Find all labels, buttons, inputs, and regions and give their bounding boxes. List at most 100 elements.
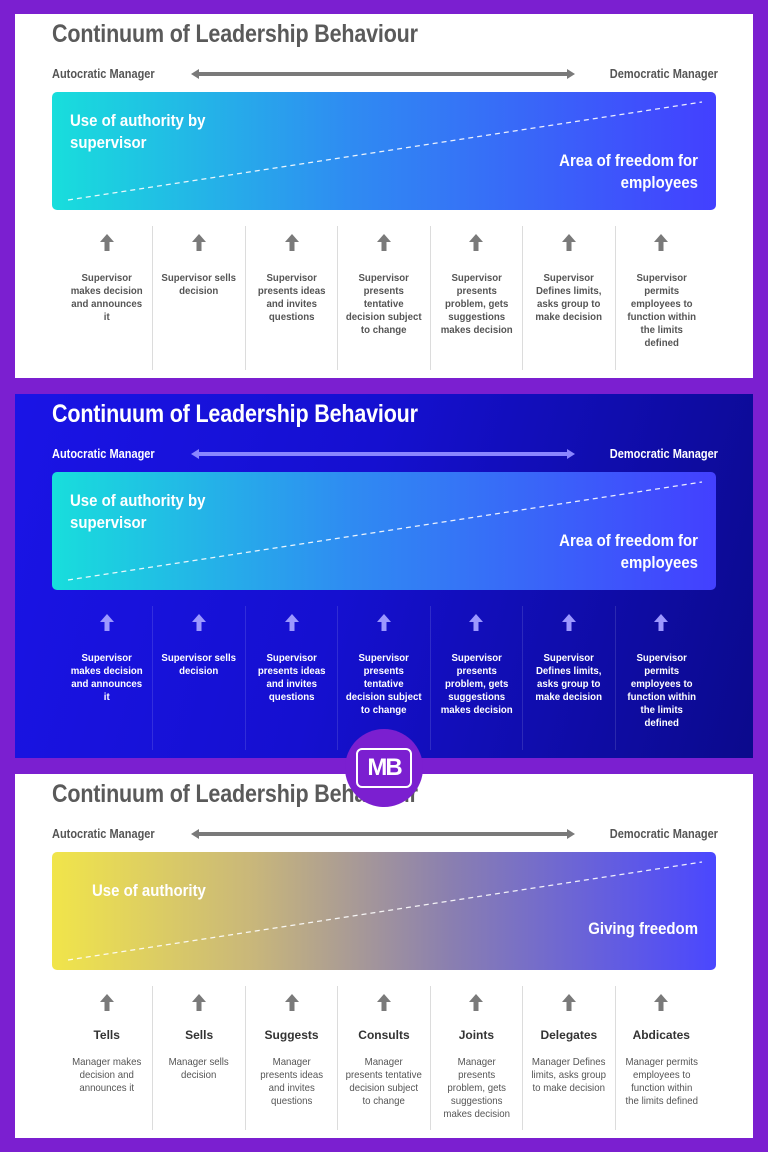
democratic-label: Democratic Manager <box>609 67 718 81</box>
diagonal-divider <box>67 861 703 961</box>
diagonal-divider <box>67 101 703 201</box>
column-description: Supervisor Defines limits, asks group to… <box>535 272 603 323</box>
double-arrow-icon <box>191 829 575 839</box>
behaviour-column: Supervisor permits employees to function… <box>614 606 707 750</box>
continuum-band: Use of authority by supervisor Area of f… <box>52 472 716 590</box>
up-arrow-icon <box>284 234 299 251</box>
column-description: Supervisor makes decision and announces … <box>70 652 143 703</box>
column-description: Supervisor makes decision and announces … <box>70 272 143 323</box>
mb-logo: MB <box>345 729 423 807</box>
freedom-label: Giving freedom <box>588 919 698 938</box>
column-description: Manager presents problem, gets suggestio… <box>443 1056 510 1120</box>
column-heading: Consults <box>358 1028 410 1042</box>
democratic-label: Democratic Manager <box>609 827 718 841</box>
up-arrow-icon <box>99 994 114 1011</box>
slide-light: Continuum of Leadership Behaviour Autocr… <box>15 14 753 378</box>
double-arrow-icon <box>191 449 575 459</box>
up-arrow-icon <box>99 614 114 631</box>
up-arrow-icon <box>284 614 299 631</box>
diagonal-divider <box>67 481 703 581</box>
column-description: Supervisor presents tentative decision s… <box>346 272 422 336</box>
column-description: Manager Defines limits, asks group to ma… <box>531 1056 607 1094</box>
behaviour-column: Supervisor makes decision and announces … <box>61 606 152 750</box>
democratic-label: Democratic Manager <box>609 447 718 461</box>
behaviour-column: Supervisor sells decision <box>152 606 244 750</box>
column-description: Supervisor presents ideas and invites qu… <box>257 272 326 323</box>
column-heading: Abdicates <box>632 1028 690 1042</box>
logo-frame: MB <box>356 748 412 788</box>
behaviour-column: Supervisor Defines limits, asks group to… <box>522 606 614 750</box>
column-description: Supervisor presents problem, gets sugges… <box>440 272 513 336</box>
up-arrow-icon <box>192 614 207 631</box>
up-arrow-icon <box>192 234 207 251</box>
column-description: Manager presents tentative decision subj… <box>345 1056 423 1107</box>
column-description: Supervisor permits employees to function… <box>626 652 696 729</box>
column-description: Supervisor sells decision <box>161 272 237 297</box>
up-arrow-icon <box>376 994 391 1011</box>
behaviour-column: Supervisor presents problem, gets sugges… <box>429 606 522 750</box>
column-description: Supervisor presents problem, gets sugges… <box>440 652 513 716</box>
up-arrow-icon <box>469 994 484 1011</box>
slide-title: Continuum of Leadership Behaviour <box>52 20 418 48</box>
column-description: Manager sells decision <box>169 1056 230 1081</box>
column-description: Manager presents ideas and invites quest… <box>260 1056 323 1107</box>
up-arrow-icon <box>654 234 669 251</box>
column-heading: Delegates <box>540 1028 598 1042</box>
behaviour-column: Supervisor makes decision and announces … <box>61 226 152 370</box>
column-description: Manager permits employees to function wi… <box>624 1056 698 1107</box>
behaviour-columns: Supervisor makes decision and announces … <box>61 606 707 750</box>
column-description: Supervisor permits employees to function… <box>626 272 696 349</box>
autocratic-label: Autocratic Manager <box>52 827 155 841</box>
freedom-label: Area of freedom for employees <box>559 151 698 192</box>
up-arrow-icon <box>376 234 391 251</box>
behaviour-column: Supervisor presents problem, gets sugges… <box>429 226 522 370</box>
behaviour-column: Supervisor sells decision <box>152 226 244 370</box>
authority-label: Use of authority by supervisor <box>70 491 206 532</box>
behaviour-column: Supervisor presents ideas and invites qu… <box>244 606 337 750</box>
authority-label: Use of authority by supervisor <box>70 111 206 152</box>
up-arrow-icon <box>469 614 484 631</box>
up-arrow-icon <box>192 994 207 1011</box>
column-heading: Joints <box>458 1028 495 1042</box>
continuum-band: Use of authority Giving freedom <box>52 852 716 970</box>
up-arrow-icon <box>561 234 576 251</box>
up-arrow-icon <box>561 994 576 1011</box>
column-heading: Tells <box>93 1028 120 1042</box>
up-arrow-icon <box>469 234 484 251</box>
behaviour-columns: Supervisor makes decision and announces … <box>61 226 707 370</box>
behaviour-column: Supervisor permits employees to function… <box>614 226 707 370</box>
freedom-label: Area of freedom for employees <box>559 531 698 572</box>
column-heading: Suggests <box>264 1028 319 1042</box>
slide-title: Continuum of Leadership Behaviour <box>52 400 418 428</box>
authority-label: Use of authority <box>92 881 206 900</box>
behaviour-column: Supervisor presents tentative decision s… <box>337 606 429 750</box>
column-description: Manager makes decision and announces it <box>72 1056 142 1094</box>
up-arrow-icon <box>99 234 114 251</box>
up-arrow-icon <box>561 614 576 631</box>
continuum-band: Use of authority by supervisor Area of f… <box>52 92 716 210</box>
behaviour-column: Supervisor Defines limits, asks group to… <box>522 226 614 370</box>
up-arrow-icon <box>654 614 669 631</box>
up-arrow-icon <box>284 994 299 1011</box>
logo-text: MB <box>367 754 402 781</box>
column-description: Supervisor sells decision <box>161 652 237 677</box>
column-heading: Sells <box>185 1028 214 1042</box>
column-description: Supervisor presents tentative decision s… <box>346 652 422 716</box>
column-description: Supervisor presents ideas and invites qu… <box>257 652 326 703</box>
autocratic-label: Autocratic Manager <box>52 67 155 81</box>
autocratic-label: Autocratic Manager <box>52 447 155 461</box>
up-arrow-icon <box>376 614 391 631</box>
up-arrow-icon <box>654 994 669 1011</box>
column-description: Supervisor Defines limits, asks group to… <box>535 652 603 703</box>
slide-light-yellow: Continuum of Leadership Behaviour Autocr… <box>15 774 753 1138</box>
slide-dark: Continuum of Leadership Behaviour Autocr… <box>15 394 753 758</box>
behaviour-column: Supervisor presents ideas and invites qu… <box>244 226 337 370</box>
double-arrow-icon <box>191 69 575 79</box>
